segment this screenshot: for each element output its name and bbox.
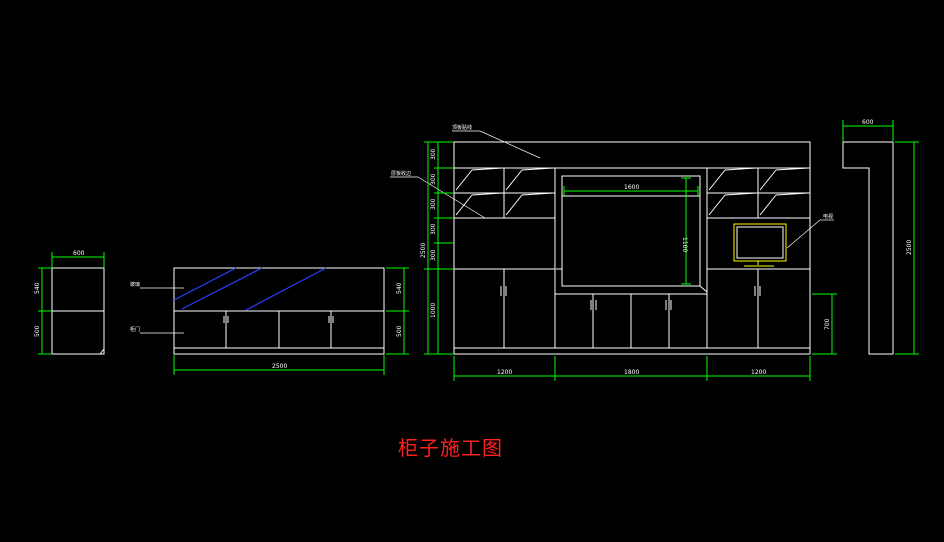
wall-unit-left-dims bbox=[424, 141, 454, 355]
low-cabinet-leaders bbox=[140, 287, 184, 334]
low-cabinet-upper-dim: 540 bbox=[396, 282, 403, 294]
right-side-height-dim: 2500 bbox=[906, 240, 913, 255]
bottom-dim-middle: 1800 bbox=[624, 369, 639, 376]
wall-total-height-dim: 2500 bbox=[420, 243, 427, 258]
side-width-dim: 600 bbox=[73, 250, 85, 257]
shelf-dim-4: 300 bbox=[430, 223, 437, 235]
low-cabinet-lower-dim: 500 bbox=[396, 325, 403, 337]
shelf-edge-label: 层板收边 bbox=[391, 170, 411, 177]
bottom-dim-left: 1200 bbox=[497, 369, 512, 376]
drawing-title: 柜子施工图 bbox=[398, 436, 503, 460]
glass-label: 玻璃 bbox=[130, 281, 140, 288]
tv-opening-width-dim: 1600 bbox=[624, 184, 639, 191]
bottom-dim-right: 1200 bbox=[751, 369, 766, 376]
wall-unit-leaders bbox=[390, 130, 834, 249]
side-view-left bbox=[51, 267, 105, 355]
tv-stand-height-dim: 700 bbox=[824, 318, 831, 330]
tv-stand-dims bbox=[812, 293, 837, 355]
shelf-dim-5: 300 bbox=[430, 249, 437, 261]
tv-label: 电视 bbox=[823, 213, 833, 220]
tv-opening-height-dim: 1100 bbox=[681, 237, 688, 252]
side-view-right-dims bbox=[842, 120, 919, 355]
wall-unit bbox=[453, 141, 811, 355]
side-view-right bbox=[842, 141, 894, 355]
shelf-dim-2: 300 bbox=[430, 173, 437, 185]
low-cabinet-width-dim: 2500 bbox=[272, 363, 287, 370]
shelf-dim-1: 300 bbox=[430, 148, 437, 160]
wall-lower-height-dim: 1000 bbox=[430, 303, 437, 318]
side-lower-dim: 500 bbox=[34, 325, 41, 337]
low-cabinet-dims bbox=[173, 267, 409, 375]
shelf-dim-3: 300 bbox=[430, 198, 437, 210]
tv-opening-dims bbox=[563, 177, 699, 285]
wall-unit-bottom-dims bbox=[453, 356, 811, 381]
side-upper-dim: 540 bbox=[34, 282, 41, 294]
top-trim-label: 顶板贴线 bbox=[452, 124, 472, 131]
door-label: 柜门 bbox=[130, 326, 140, 333]
low-cabinet bbox=[173, 267, 385, 355]
tv-icon bbox=[733, 223, 787, 267]
glass-reflection-lines bbox=[173, 267, 327, 311]
side-view-dims bbox=[38, 252, 105, 355]
right-side-width-dim: 600 bbox=[862, 119, 874, 126]
